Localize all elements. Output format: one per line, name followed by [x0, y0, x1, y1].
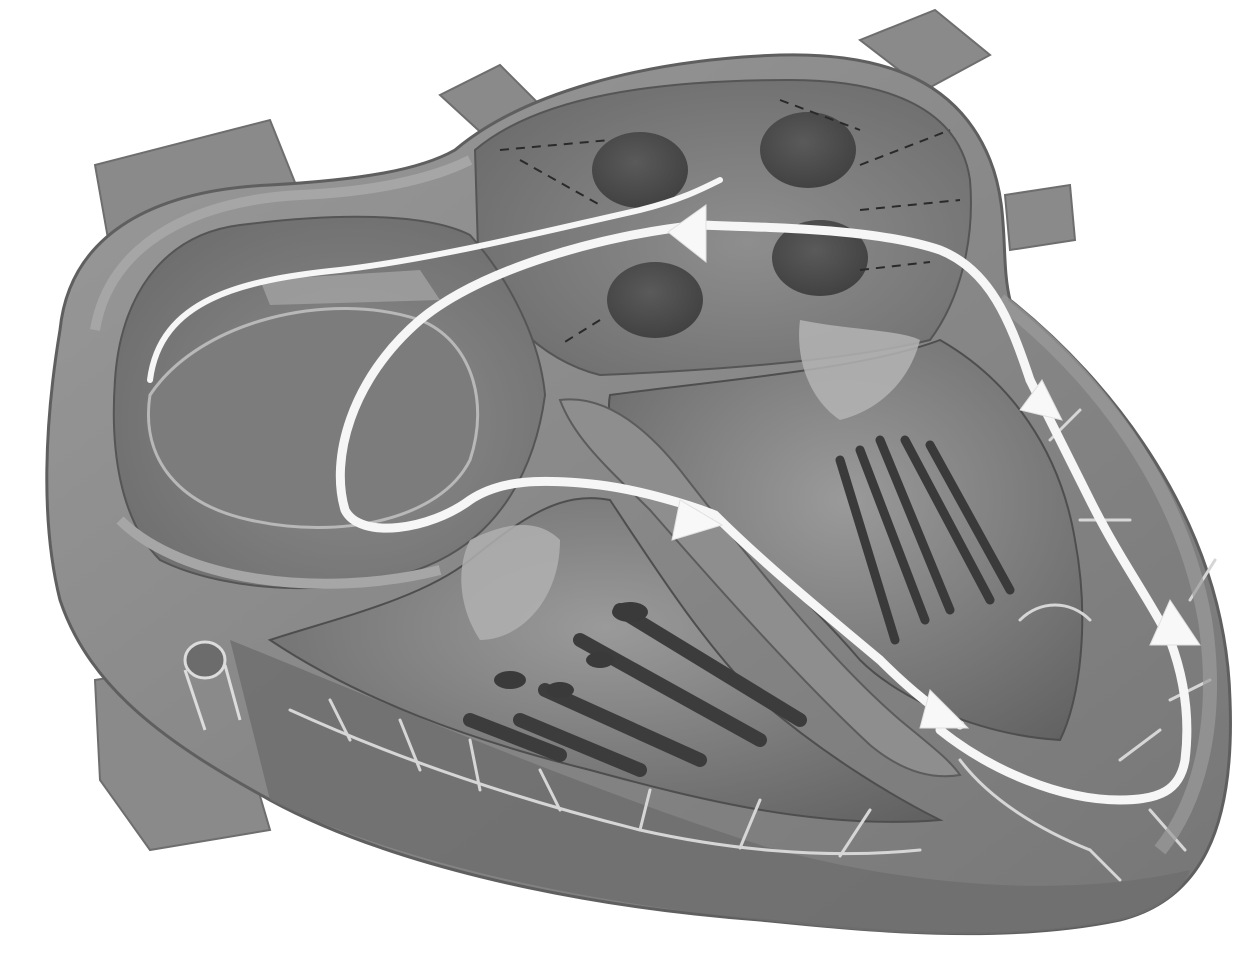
vein-opening [607, 262, 703, 338]
vein-opening [592, 132, 688, 208]
pulmonary-vein [1005, 185, 1075, 250]
